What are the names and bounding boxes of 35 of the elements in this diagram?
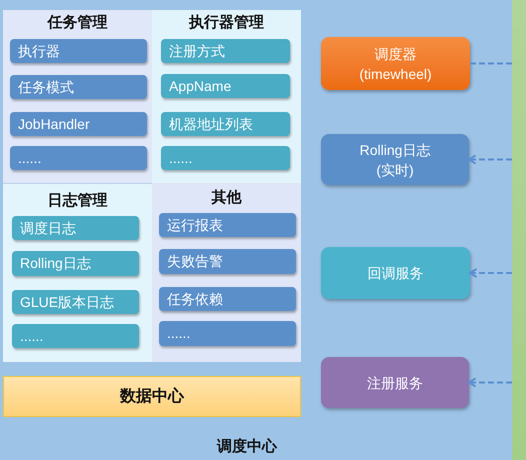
feature-tag: ...... [10, 146, 147, 170]
data-center-bar: 数据中心 [3, 376, 301, 417]
group-title: 执行器管理 [189, 13, 264, 33]
dashed-line [470, 62, 512, 64]
service-block: 注册服务 [321, 357, 469, 408]
feature-tag: ...... [12, 324, 139, 348]
feature-tag: 失败告警 [159, 249, 296, 274]
feature-tag: 注册方式 [161, 39, 290, 63]
group-title: 任务管理 [48, 13, 108, 33]
dashed-arrow [468, 378, 512, 388]
feature-tag: 机器地址列表 [161, 112, 290, 136]
feature-tag: JobHandler [10, 112, 147, 136]
feature-tag: ...... [159, 321, 296, 346]
feature-tag: 任务依赖 [159, 287, 296, 311]
feature-tag: 调度日志 [12, 216, 139, 240]
service-block: Rolling日志 (实时) [321, 134, 469, 185]
feature-tag: AppName [161, 74, 290, 98]
group-panel [152, 183, 301, 362]
group-title: 其他 [212, 188, 242, 208]
dashed-arrow [468, 154, 512, 164]
group-panel [152, 10, 301, 183]
feature-tag: ...... [161, 146, 290, 170]
group-panel [3, 183, 152, 362]
service-block: 调度器 (timewheel) [321, 37, 470, 90]
service-block: 回调服务 [321, 247, 470, 299]
feature-tag: GLUE版本日志 [12, 290, 139, 314]
panel-title: 调度中心 [217, 437, 277, 457]
side-band [512, 0, 526, 460]
group-panel [3, 10, 152, 183]
group-title: 日志管理 [48, 191, 108, 211]
feature-tag: 任务模式 [10, 75, 147, 99]
feature-tag: 运行报表 [159, 213, 296, 237]
feature-tag: 执行器 [10, 39, 147, 63]
dashed-arrow [469, 268, 512, 278]
feature-tag: Rolling日志 [12, 251, 139, 276]
